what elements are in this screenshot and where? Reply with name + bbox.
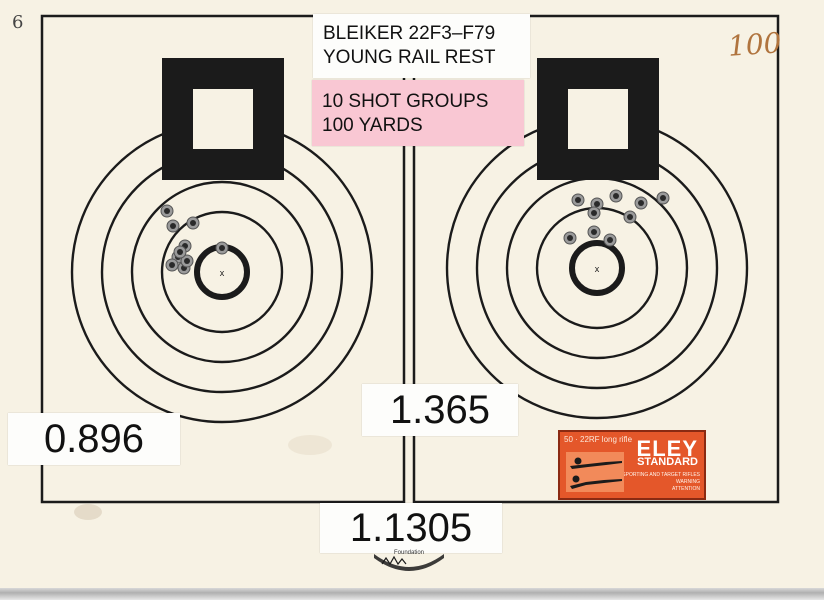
bullet-hole-center	[594, 201, 600, 207]
bullet-hole-center	[591, 229, 597, 235]
groups-label: 10 SHOT GROUPS 100 YARDS	[312, 80, 524, 146]
left-center-mark: x	[220, 268, 225, 278]
bullet-hole-center	[660, 195, 666, 201]
title-line-2: YOUNG RAIL REST	[323, 47, 496, 68]
foundation-logo: Foundation	[372, 550, 446, 576]
scanner-edge	[0, 588, 824, 600]
title-label: BLEIKER 22F3–F79 YOUNG RAIL REST	[313, 14, 530, 78]
bullet-hole-center	[638, 200, 644, 206]
ammo-fine-3: ATTENTION	[672, 486, 700, 492]
handwritten-page-number: 6	[12, 12, 24, 33]
bullet-hole-center	[177, 249, 183, 255]
ammo-box-label: 50 · 22RF long rifle ELEY STANDARD FOR S…	[558, 430, 706, 500]
bullet-hole-center	[170, 223, 176, 229]
bullet-hole-center	[219, 245, 225, 251]
handwritten-score: 100	[726, 26, 783, 63]
ammo-fine-1: FOR SPORTING AND TARGET RIFLES	[610, 472, 700, 478]
right-center-mark: x	[595, 264, 600, 274]
ammo-fine-2: WARNING	[676, 479, 700, 485]
left-group-score: 0.896	[8, 413, 180, 465]
bullet-hole-center	[613, 193, 619, 199]
bullet-hole-center	[627, 214, 633, 220]
average-group-score: 1.1305	[320, 503, 502, 553]
shooter-icon	[566, 452, 624, 492]
bullet-hole-center	[164, 208, 170, 214]
right-frame	[412, 14, 780, 504]
title-line-1: BLEIKER 22F3–F79	[323, 23, 496, 44]
right-group-score: 1.365	[362, 384, 518, 436]
right-shot-group	[563, 189, 670, 247]
ammo-brand: ELEY	[636, 436, 698, 461]
left-target	[70, 58, 374, 424]
ammo-fine-print: FOR SPORTING AND TARGET RIFLES WARNING A…	[610, 472, 700, 493]
ammo-subbrand: STANDARD	[637, 456, 698, 468]
foundation-emblem-icon	[374, 554, 444, 571]
groups-line-2: 100 YARDS	[322, 115, 423, 136]
groups-line-1: 10 SHOT GROUPS	[322, 91, 489, 112]
left-frame	[40, 14, 406, 504]
bullet-hole-center	[169, 262, 175, 268]
left-shot-group	[160, 204, 229, 275]
right-target	[445, 58, 749, 420]
bullet-hole-center	[567, 235, 573, 241]
bullet-hole-center	[190, 220, 196, 226]
bullet-hole-center	[184, 258, 190, 264]
foundation-text: Foundation	[394, 550, 425, 556]
bullet-hole-center	[575, 197, 581, 203]
ammo-count: 50 · 22RF long rifle	[564, 435, 633, 444]
bullet-hole-center	[591, 210, 597, 216]
bullet-hole-center	[607, 237, 613, 243]
